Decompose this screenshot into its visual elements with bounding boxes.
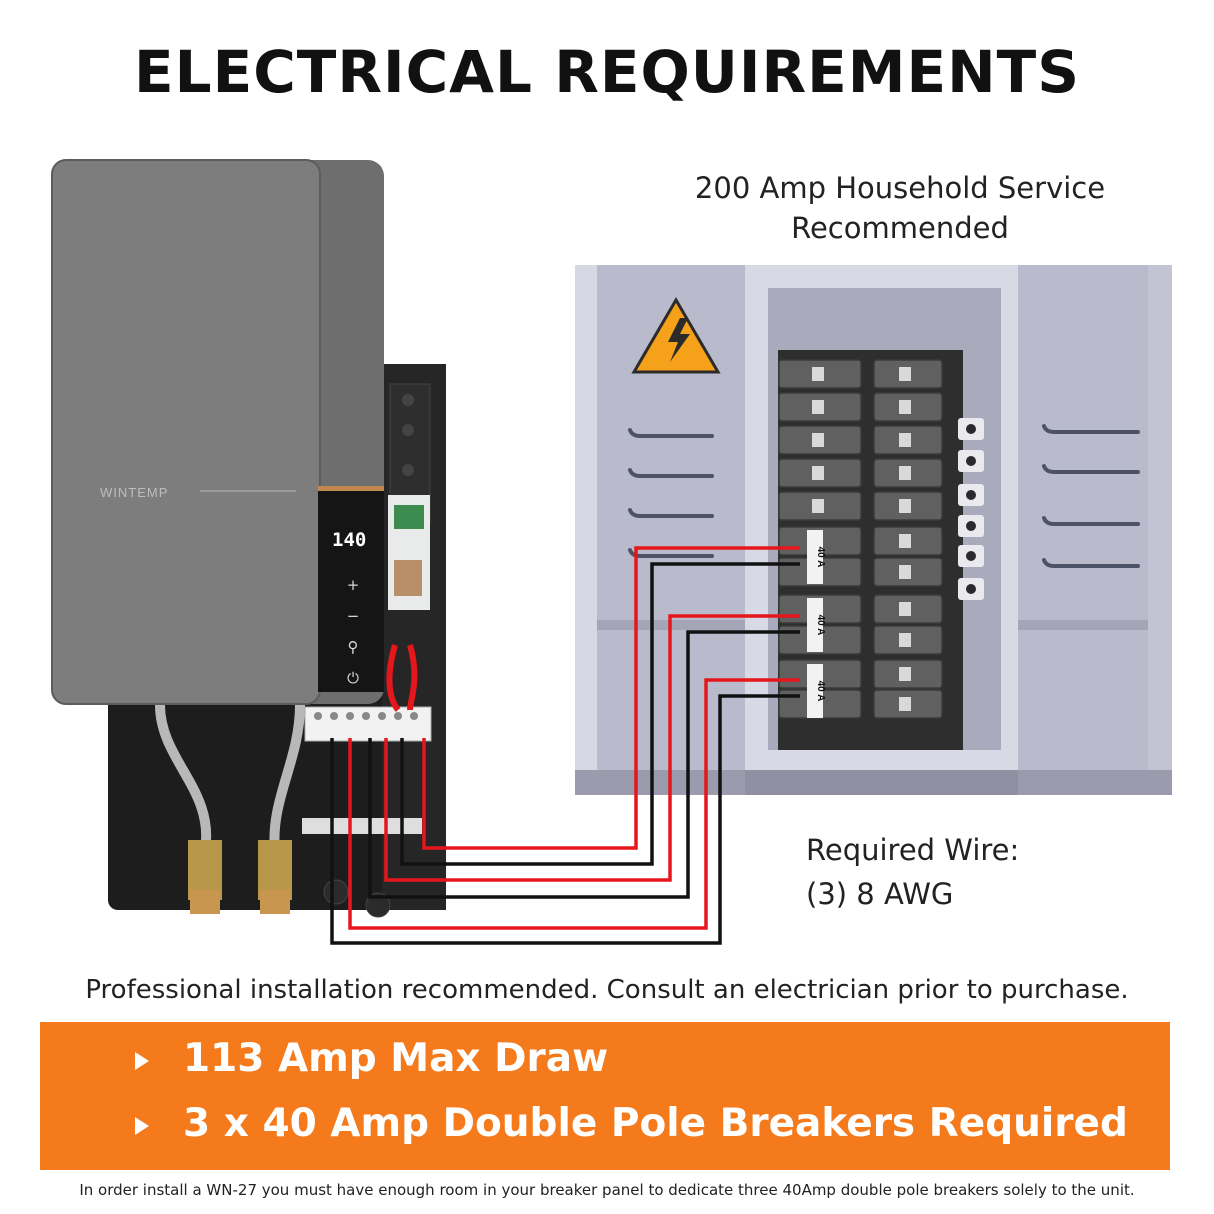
heater-front-cover: WINTEMP xyxy=(51,159,384,705)
power-icon: ⏻ xyxy=(347,669,359,687)
requirements-banner xyxy=(40,1022,1170,1170)
neutral-bar xyxy=(958,418,984,600)
breaker-40a-labels: 40 A 40 A 40 A xyxy=(807,530,826,718)
wire-requirement: Required Wire: (3) 8 AWG xyxy=(806,828,1019,916)
heater-temperature-display: 140 xyxy=(332,529,367,551)
wiring-illustration: 40 A 40 A 40 A xyxy=(51,159,1172,945)
supply-wires xyxy=(330,546,800,945)
wire-spec: (3) 8 AWG xyxy=(806,877,954,911)
bullet-max-draw: 113 Amp Max Draw xyxy=(135,1036,608,1081)
page-title: ELECTRICAL REQUIREMENTS xyxy=(134,38,1080,106)
professional-install-note: Professional installation recommended. C… xyxy=(85,975,1129,1005)
breaker-panel: 40 A 40 A 40 A xyxy=(575,265,1172,795)
high-voltage-warning-icon xyxy=(631,297,721,374)
mode-icon: ⚲ xyxy=(347,638,359,656)
bullet-breakers-text: 3 x 40 Amp Double Pole Breakers Required xyxy=(183,1101,1128,1146)
service-line-2: Recommended xyxy=(791,211,1009,245)
breaker-label-3: 40 A xyxy=(815,681,826,702)
heater-controls: + − ⚲ ⏻ xyxy=(346,570,360,694)
service-line-1: 200 Amp Household Service xyxy=(694,171,1106,205)
wire-heading: Required Wire: xyxy=(806,833,1020,867)
bullet-max-draw-text: 113 Amp Max Draw xyxy=(183,1036,609,1081)
footer-note: In order install a WN-27 you must have e… xyxy=(79,1181,1135,1199)
increase-temp-icon: + xyxy=(346,576,360,594)
breaker-label-2: 40 A xyxy=(815,615,826,636)
heater-brand-logo: WINTEMP xyxy=(100,485,168,500)
bullet-breakers: 3 x 40 Amp Double Pole Breakers Required xyxy=(135,1101,1128,1146)
bullet-arrow-icon xyxy=(135,1051,149,1070)
breaker-label-1: 40 A xyxy=(815,547,826,568)
service-recommendation: 200 Amp Household Service Recommended xyxy=(640,168,1160,248)
decrease-temp-icon: − xyxy=(346,607,360,625)
bullet-arrow-icon xyxy=(135,1116,149,1135)
